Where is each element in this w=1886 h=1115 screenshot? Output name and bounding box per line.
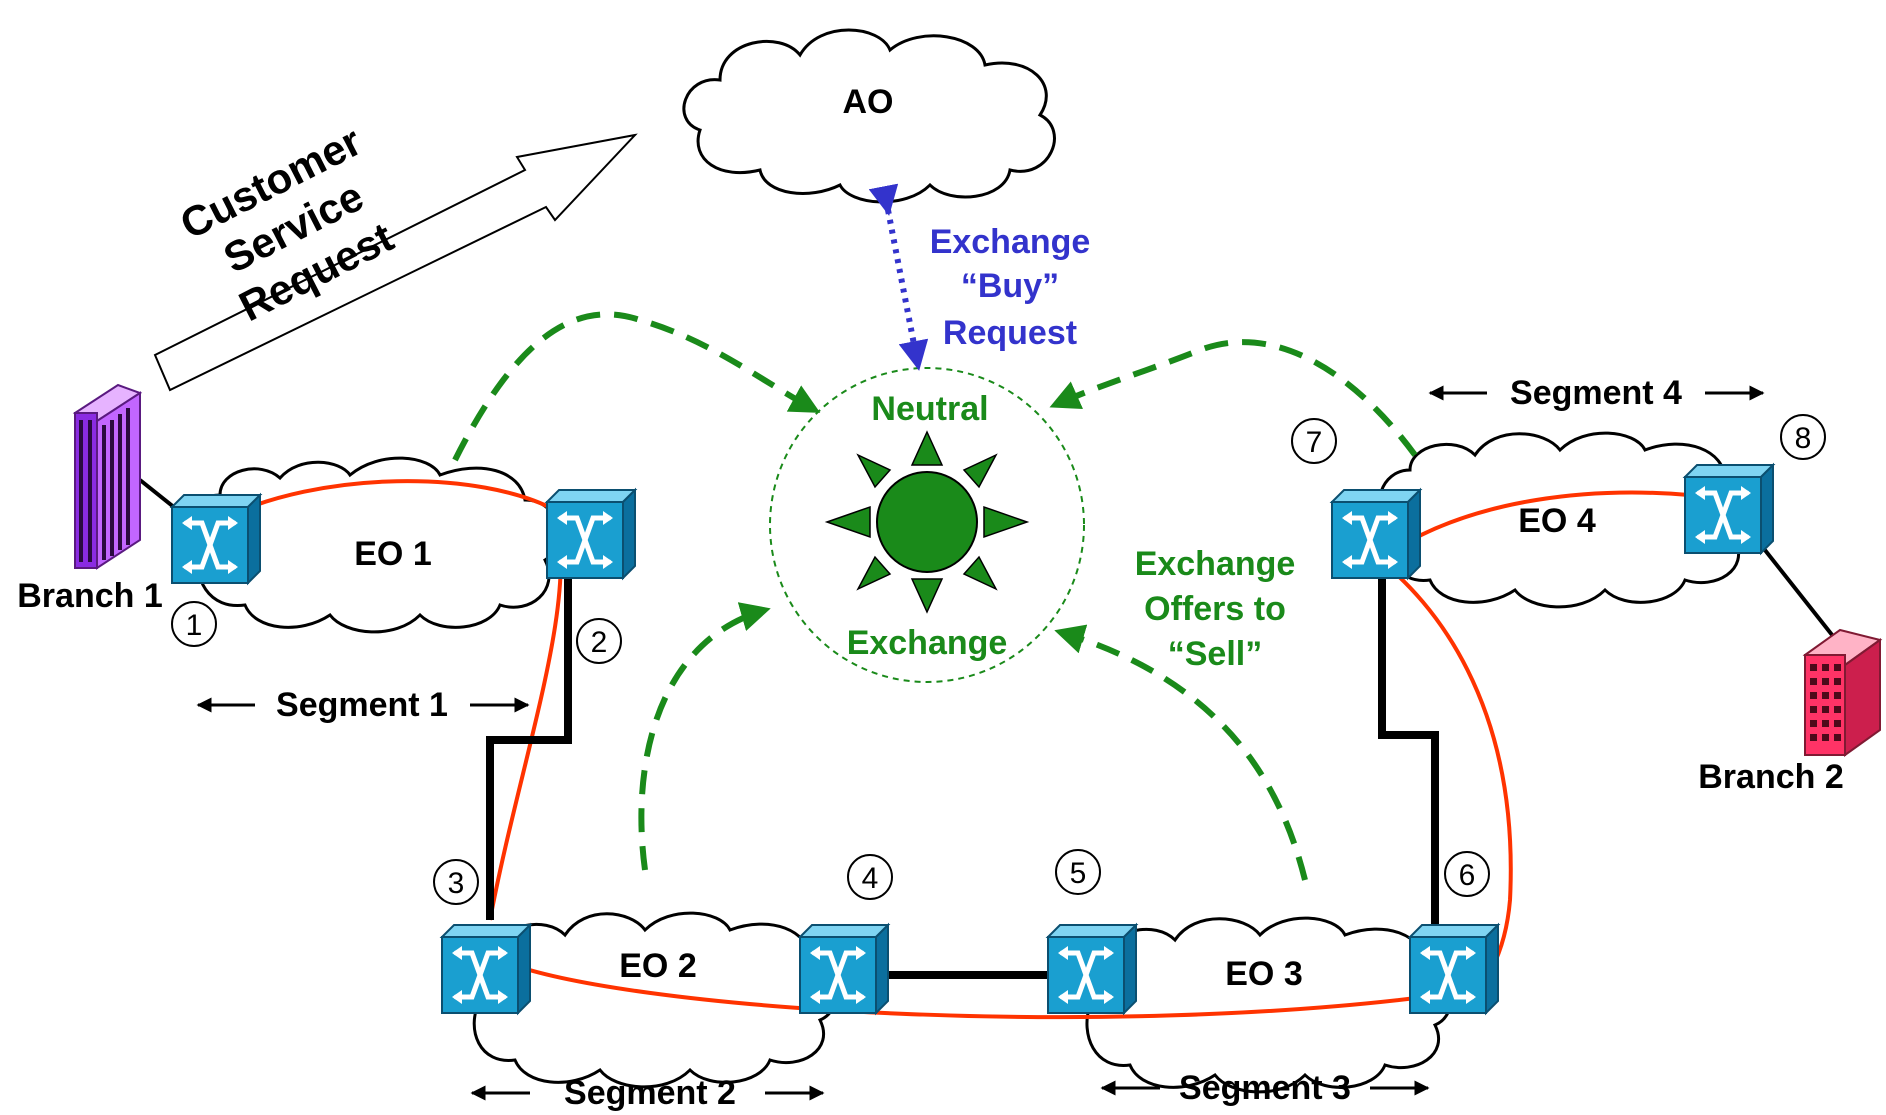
buy-request-arrow <box>868 183 929 371</box>
network-switch-icon[interactable] <box>1685 465 1773 553</box>
green-dashed-arrows <box>452 311 1418 881</box>
branch1-label: Branch 1 <box>17 577 163 615</box>
ao-label: AO <box>843 83 894 121</box>
buy-request-line3: Request <box>943 314 1077 352</box>
network-switch-icon[interactable] <box>1410 925 1498 1013</box>
node-6-label: 6 <box>1459 859 1476 892</box>
network-switch-icon[interactable] <box>800 925 888 1013</box>
network-switch-icon[interactable] <box>547 490 635 578</box>
branch2-label: Branch 2 <box>1698 758 1844 796</box>
black-path <box>486 570 1439 979</box>
node-circles <box>171 414 1826 905</box>
eo1-label: EO 1 <box>354 535 431 573</box>
segment4-label: Segment 4 <box>1510 374 1682 412</box>
network-switch-icon[interactable] <box>1048 925 1136 1013</box>
node-3-label: 3 <box>448 867 465 900</box>
node-5-label: 5 <box>1070 857 1087 890</box>
node-4-label: 4 <box>862 862 879 895</box>
offers-line2: Offers to <box>1144 590 1286 628</box>
segment2-label: Segment 2 <box>564 1074 736 1112</box>
node-1-label: 1 <box>186 609 203 642</box>
offers-line1: Exchange <box>1135 545 1296 583</box>
node-7-label: 7 <box>1306 426 1323 459</box>
network-switch-icon[interactable] <box>1332 490 1420 578</box>
office-building-icon <box>1802 628 1883 757</box>
segment3-label: Segment 3 <box>1179 1069 1351 1107</box>
eo2-label: EO 2 <box>619 947 696 985</box>
neutral-label: Neutral <box>871 390 988 428</box>
eo4-label: EO 4 <box>1518 502 1596 540</box>
offers-line3: “Sell” <box>1168 635 1262 673</box>
sun-icon <box>824 430 1030 614</box>
customer-request-arrow <box>153 133 638 392</box>
exchange-label: Exchange <box>847 624 1008 662</box>
node-8-label: 8 <box>1795 422 1812 455</box>
eo3-label: EO 3 <box>1225 955 1302 993</box>
network-switch-icon[interactable] <box>442 925 530 1013</box>
node-2-label: 2 <box>591 626 608 659</box>
buy-request-line1: Exchange <box>930 223 1091 261</box>
buy-request-line2: “Buy” <box>961 267 1059 305</box>
office-building-icon <box>72 383 143 570</box>
segment1-label: Segment 1 <box>276 686 448 724</box>
network-switch-icon[interactable] <box>172 495 260 583</box>
segment-arrows <box>196 385 1765 1101</box>
ao-cloud <box>682 28 1056 204</box>
